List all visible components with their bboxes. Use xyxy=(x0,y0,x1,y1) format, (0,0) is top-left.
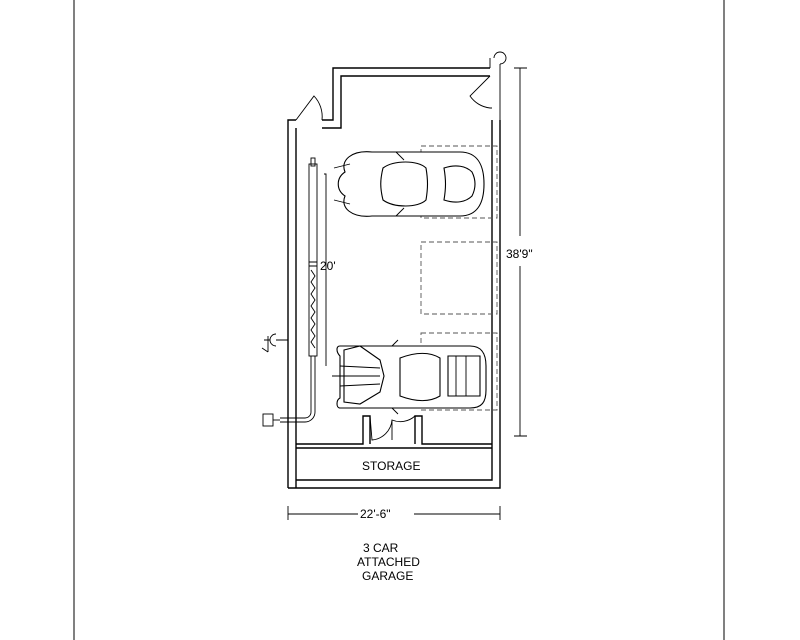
storage-double-door xyxy=(369,415,416,441)
car-bottom xyxy=(332,339,487,415)
depth-dimension xyxy=(514,67,527,437)
width-dimension xyxy=(287,506,501,520)
parking-bay-2 xyxy=(420,241,498,315)
depth-dimension-label: 38'9" xyxy=(506,247,533,261)
caption-line-3: GARAGE xyxy=(362,569,413,583)
width-dimension-label: 22'-6" xyxy=(360,507,391,521)
storage-room-label: STORAGE xyxy=(362,459,420,473)
caption-line-1: 3 CAR xyxy=(363,541,399,555)
exterior-fixture-left xyxy=(261,333,288,353)
car-top xyxy=(333,151,485,217)
garage-walls xyxy=(287,67,501,489)
caption-line-2: ATTACHED xyxy=(357,555,420,569)
door-left-top xyxy=(295,95,323,121)
garage-door-track xyxy=(262,157,327,427)
clearance-dimension-label: 20' xyxy=(320,259,336,273)
door-right-top xyxy=(469,51,507,120)
sheet-border xyxy=(73,0,725,640)
